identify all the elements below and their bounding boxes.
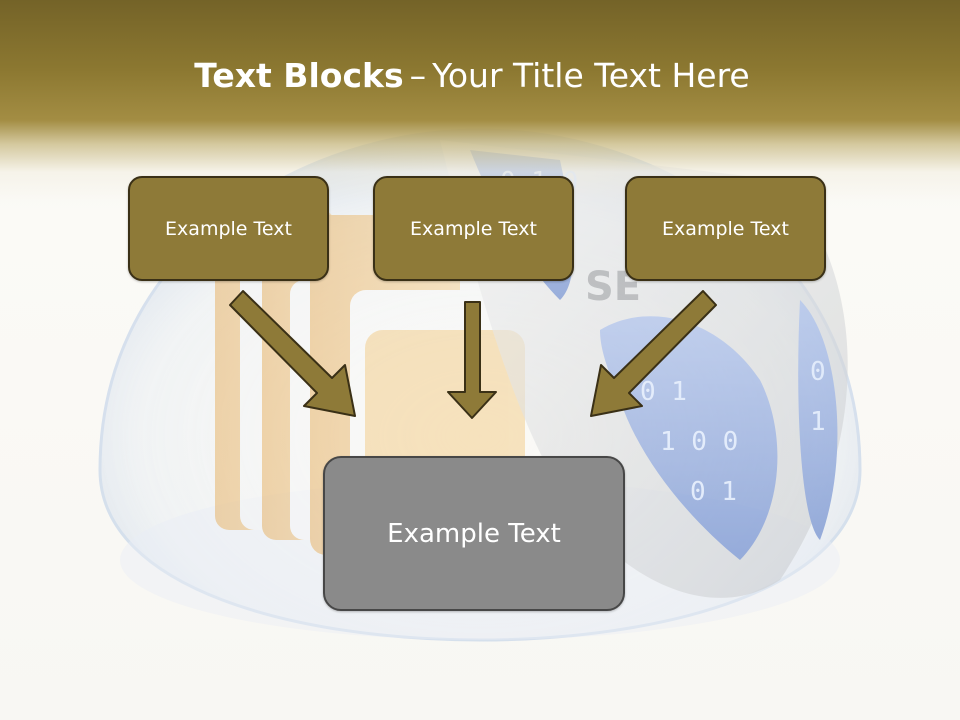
arrow-down-icon	[447, 301, 497, 419]
svg-text:0: 0	[810, 357, 826, 387]
text-block-1[interactable]: Example Text	[128, 176, 329, 281]
svg-text:0 1: 0 1	[690, 477, 737, 507]
slide-title: Text Blocks–Your Title Text Here	[0, 54, 944, 98]
text-block-2-label: Example Text	[410, 217, 537, 240]
result-block-label: Example Text	[387, 518, 561, 549]
svg-text:1: 1	[810, 407, 826, 437]
svg-text:1 0 0: 1 0 0	[660, 427, 738, 457]
slide-title-separator: –	[409, 56, 427, 95]
text-block-2[interactable]: Example Text	[373, 176, 574, 281]
arrow-left-down-right-icon	[229, 290, 356, 417]
slide-title-rest: Your Title Text Here	[432, 56, 750, 95]
result-block[interactable]: Example Text	[323, 456, 625, 611]
svg-text:0 1: 0 1	[640, 377, 687, 407]
text-block-3-label: Example Text	[662, 217, 789, 240]
text-block-1-label: Example Text	[165, 217, 292, 240]
slide-title-bold: Text Blocks	[194, 56, 404, 95]
header-band	[0, 0, 960, 200]
text-block-3[interactable]: Example Text	[625, 176, 826, 281]
arrow-right-down-left-icon	[590, 290, 717, 417]
